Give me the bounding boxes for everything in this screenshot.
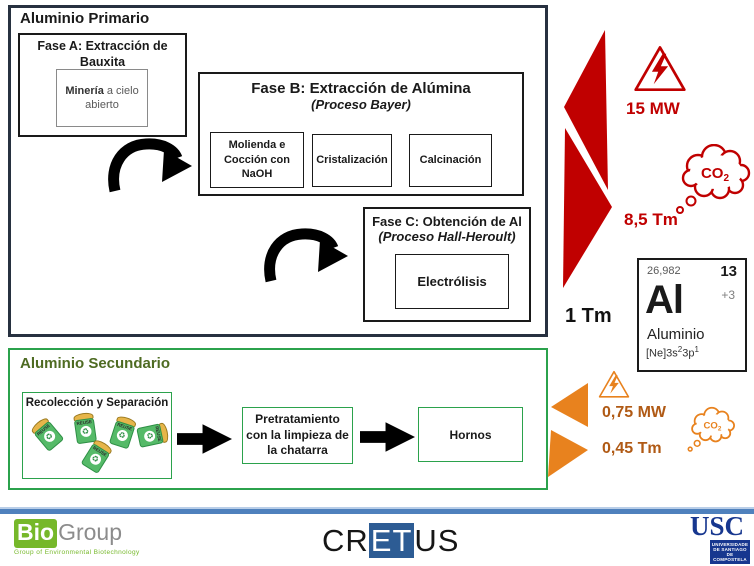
footer-divider-bar xyxy=(0,507,754,514)
secondary-energy-label: 0,75 MW xyxy=(602,404,667,421)
furnaces-box: Hornos xyxy=(418,407,523,462)
collection-box: Recolección y Separación REUSE♻ REUSE♻ R… xyxy=(22,392,172,479)
fase-b-subtitle: (Proceso Bayer) xyxy=(311,97,411,112)
step-calcinacion: Calcinación xyxy=(409,134,492,187)
mineria-step-label: Minería a cielo abierto xyxy=(65,84,139,111)
co2-cloud-icon: CO2 xyxy=(687,406,735,452)
step-electrolisis: Electrólisis xyxy=(395,254,509,309)
primary-section-box xyxy=(8,5,548,337)
high-voltage-icon xyxy=(598,370,630,398)
primary-output-label: 1 Tm xyxy=(565,305,612,327)
fase-c-box: Fase C: Obtención de Al (Proceso Hall-He… xyxy=(363,207,531,322)
svg-text:CO2: CO2 xyxy=(701,165,730,184)
curved-arrow-icon xyxy=(108,138,192,193)
step-cristalizacion: Cristalización xyxy=(312,134,392,187)
fase-a-title: Fase A: Extracción de Bauxita xyxy=(37,39,168,69)
fase-a-box: Fase A: Extracción de Bauxita Minería a … xyxy=(18,33,187,137)
fase-b-box: Fase B: Extracción de Alúmina (Proceso B… xyxy=(198,72,524,196)
usc-logo: USC UNIVERSIDADE DE SANTIAGO DE COMPOSTE… xyxy=(690,511,750,564)
high-voltage-icon xyxy=(634,46,686,92)
right-arrow-icon xyxy=(177,424,232,454)
primary-title: Aluminio Primario xyxy=(20,10,150,27)
recycled-can-icon: REUSE♻ xyxy=(108,414,138,450)
collection-title: Recolección y Separación xyxy=(25,397,169,409)
biogroup-logo-subtitle: Group of Environmental Biotechnology xyxy=(14,549,140,556)
recycled-can-icon: REUSE♻ xyxy=(136,422,170,448)
mineria-step-box: Minería a cielo abierto xyxy=(56,69,148,127)
element-configuration: [Ne]3s23p1 xyxy=(646,345,699,360)
element-mass: 26,982 xyxy=(647,265,681,277)
co2-cloud-icon: CO2 xyxy=(676,144,751,214)
right-arrow-icon xyxy=(360,422,415,452)
fase-b-title: Fase B: Extracción de Alúmina xyxy=(251,80,471,97)
primary-co2-label: 8,5 Tm xyxy=(624,210,678,229)
aluminium-element-tile: 26,982 13 Al +3 Aluminio [Ne]3s23p1 xyxy=(637,258,747,372)
secondary-title: Aluminio Secundario xyxy=(20,355,171,372)
usc-logo-badge: UNIVERSIDADE DE SANTIAGO DE COMPOSTELA xyxy=(710,540,750,564)
usc-logo-acronym: USC xyxy=(690,511,745,541)
biogroup-logo-group: Group xyxy=(58,519,122,545)
pretreatment-box: Pretratamiento con la limpieza de la cha… xyxy=(242,407,353,464)
secondary-section-box xyxy=(8,348,548,490)
primary-flow-arrows xyxy=(563,30,612,288)
secondary-co2-label: 0,45 Tm xyxy=(602,440,662,457)
curved-arrow-icon xyxy=(264,228,348,283)
fase-c-subtitle: (Proceso Hall-Heroult) xyxy=(378,229,516,244)
svg-text:CO2: CO2 xyxy=(704,421,722,433)
recycled-can-icon: REUSE♻ xyxy=(73,411,97,445)
element-number: 13 xyxy=(720,263,737,280)
recycled-can-icon: REUSE♻ xyxy=(29,416,65,452)
secondary-flow-arrows xyxy=(548,383,588,477)
biogroup-logo-bio: Bio xyxy=(14,519,58,548)
step-molienda: Molienda e Cocción con NaOH xyxy=(210,132,304,188)
cretus-logo: CRETUS xyxy=(322,523,460,558)
fase-c-title: Fase C: Obtención de Al xyxy=(372,214,522,229)
element-symbol: Al xyxy=(645,278,684,322)
element-charge: +3 xyxy=(721,288,735,302)
primary-energy-label: 15 MW xyxy=(626,99,680,118)
element-name: Aluminio xyxy=(647,326,705,343)
